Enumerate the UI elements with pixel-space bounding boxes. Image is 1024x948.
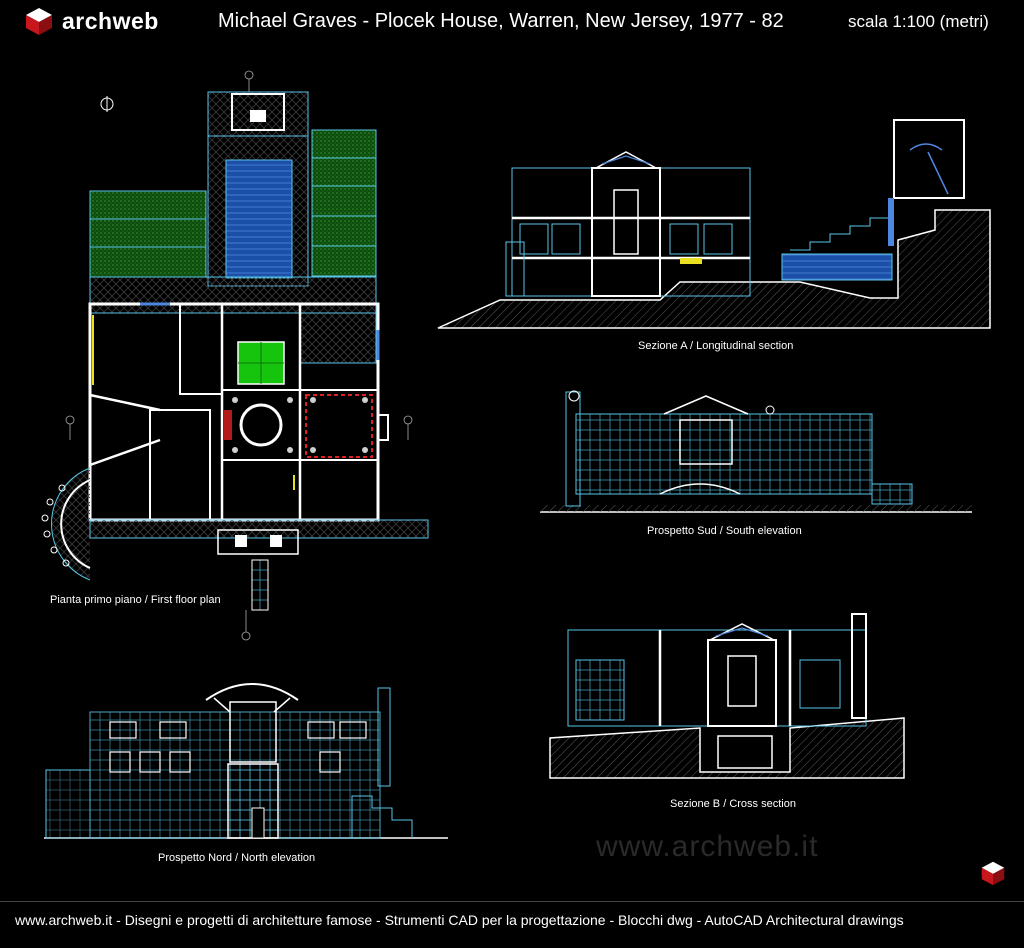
caption-section-a: Sezione A / Longitudinal section — [638, 340, 794, 352]
caption-first-floor-plan: Pianta primo piano / First floor plan — [50, 594, 221, 606]
cube-icon — [981, 861, 1005, 886]
footer-divider — [0, 901, 1024, 902]
first-floor-plan — [41, 70, 429, 641]
cube-icon — [26, 8, 52, 35]
archweb-logo[interactable]: archweb — [24, 6, 159, 36]
caption-section-b: Sezione B / Cross section — [670, 798, 796, 810]
caption-north-elevation: Prospetto Nord / North elevation — [158, 852, 316, 864]
footer: www.archweb.it - Disegni e progetti di a… — [0, 908, 1024, 934]
north-arrow-icon — [100, 96, 114, 112]
page-title: Michael Graves - Plocek House, Warren, N… — [218, 10, 784, 32]
caption-south-elevation: Prospetto Sud / South elevation — [647, 525, 802, 537]
south-elevation — [540, 390, 972, 513]
footer-text: www.archweb.it - Disegni e progetti di a… — [15, 912, 904, 928]
section-a — [437, 119, 991, 329]
watermark: www.archweb.it — [596, 830, 819, 863]
north-elevation — [44, 683, 448, 839]
section-b — [549, 613, 905, 779]
header: archweb Michael Graves - Plocek House, W… — [0, 0, 1024, 44]
scale-label: scala 1:100 (metri) — [848, 12, 989, 31]
logo-text: archweb — [62, 7, 159, 34]
